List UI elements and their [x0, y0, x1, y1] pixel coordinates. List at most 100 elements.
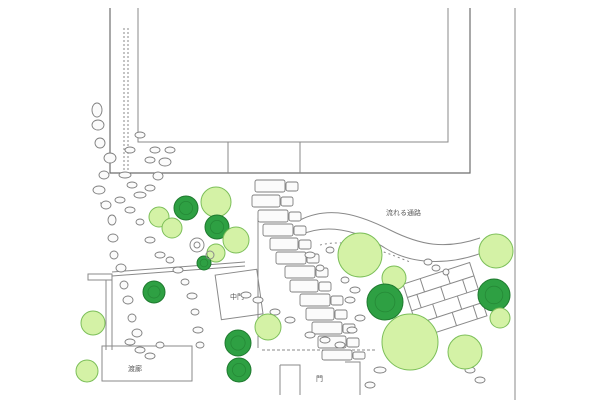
paving-stone	[284, 265, 316, 279]
gate-label: 門	[316, 375, 323, 383]
dark-tree-canopy	[484, 285, 504, 305]
paving-stone	[269, 237, 299, 251]
stepping-stone	[124, 146, 136, 154]
bottom-left-label: 渡廊	[128, 364, 142, 373]
dark-tree-canopy	[199, 258, 209, 268]
stepping-stone	[195, 341, 205, 349]
stepping-stone	[319, 336, 331, 344]
paving-stone	[299, 293, 331, 307]
stepping-stone	[442, 268, 450, 276]
paving-stone	[288, 211, 302, 222]
light-tree	[161, 217, 183, 239]
paving-stone	[311, 321, 343, 335]
light-tree	[80, 310, 106, 336]
stepping-stone	[134, 346, 146, 354]
stepping-stone	[164, 146, 176, 154]
stepping-stone	[131, 328, 143, 338]
stepping-stone	[107, 233, 119, 243]
stepping-stone	[192, 326, 204, 334]
stepping-stone	[114, 196, 126, 204]
paving-stone	[293, 225, 307, 236]
paving-stone	[289, 279, 319, 293]
paving-stone	[262, 223, 294, 237]
stepping-stone	[135, 218, 145, 226]
paving-stone	[275, 251, 307, 265]
dark-tree-canopy	[147, 285, 161, 299]
dark-tree	[366, 283, 404, 321]
stepping-stone	[134, 131, 146, 139]
stepping-stone	[122, 295, 134, 305]
stepping-stone	[91, 119, 105, 131]
paving-stone	[254, 179, 286, 193]
stepping-stones	[91, 102, 486, 389]
stepping-stone	[100, 200, 112, 210]
stepping-stone	[109, 250, 119, 260]
paving-stone	[305, 307, 335, 321]
paving-stone	[285, 181, 299, 192]
bottom-left-building: 渡廊	[101, 345, 193, 382]
stepping-stone	[172, 266, 184, 274]
stepping-stone	[315, 264, 325, 272]
paving-stone	[318, 281, 332, 292]
dark-tree-canopy	[209, 219, 224, 234]
paving-stone	[346, 337, 360, 348]
stepping-stone	[431, 264, 441, 272]
dark-tree-canopy	[230, 335, 246, 351]
dark-tree	[224, 329, 252, 357]
paving-stone	[330, 295, 344, 306]
stepping-stone	[119, 280, 129, 290]
stepping-stone	[252, 296, 264, 304]
stepping-stone	[423, 258, 433, 266]
dark-tree-canopy	[178, 200, 193, 215]
lantern	[189, 237, 215, 260]
dark-tree	[204, 214, 230, 240]
bottom-gate: 門	[262, 349, 375, 395]
stepping-stone	[474, 376, 486, 384]
light-tree	[381, 313, 439, 371]
paving-stone	[257, 209, 289, 223]
dark-tree	[477, 278, 511, 312]
stepping-stone	[124, 338, 136, 346]
dark-tree	[173, 195, 199, 221]
dark-tree-canopy	[231, 362, 246, 377]
stepping-stone	[103, 152, 117, 164]
veranda	[87, 261, 246, 350]
paving-stone	[352, 351, 366, 360]
light-tree	[75, 359, 99, 383]
stepping-stone	[144, 184, 156, 192]
stepping-stone	[344, 296, 356, 304]
stepping-stone	[346, 326, 358, 334]
trees	[75, 186, 514, 383]
dark-tree	[142, 280, 166, 304]
stepping-stone	[107, 214, 117, 226]
stepping-stone	[94, 137, 106, 149]
stepping-stone	[186, 292, 198, 300]
stepping-stone	[373, 366, 387, 374]
stepping-stone	[92, 185, 106, 195]
middle-gate: 中門	[214, 268, 264, 321]
stone-terrace	[402, 261, 488, 339]
light-tree	[337, 232, 383, 278]
stepping-stone	[354, 314, 366, 322]
stepping-stone	[284, 316, 296, 324]
stepping-stone	[304, 331, 316, 339]
stepping-stone	[269, 308, 281, 316]
stepping-stone	[133, 191, 147, 199]
stepping-stone	[118, 171, 132, 179]
stepping-stone	[180, 278, 190, 286]
dark-tree	[196, 255, 212, 271]
stepping-stone	[325, 246, 335, 254]
stepping-stone	[340, 276, 350, 284]
dark-tree	[226, 357, 252, 383]
paving-stone	[298, 239, 312, 250]
stepping-stone	[98, 170, 110, 180]
stepping-stone	[165, 256, 175, 264]
stepping-stone	[240, 291, 252, 299]
stepping-stone	[304, 251, 316, 259]
paving-stone	[280, 196, 294, 207]
stepping-stone	[158, 157, 172, 167]
light-tree	[200, 186, 232, 218]
stepping-stone	[126, 181, 138, 189]
